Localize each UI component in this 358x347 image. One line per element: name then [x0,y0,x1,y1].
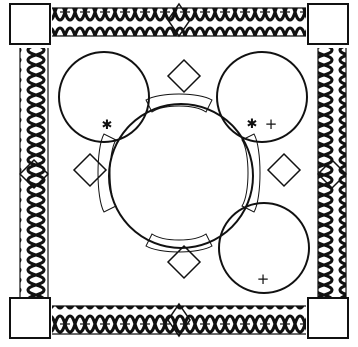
bottom-braid-border [52,306,306,334]
cross-marker: + [265,115,278,133]
corner-box-top-left[interactable] [10,4,50,44]
corner-box-bottom-left[interactable] [10,298,50,338]
top-braid-border [52,8,306,36]
corner-box-bottom-right[interactable] [308,298,348,338]
cross-marker: + [257,270,270,288]
left-braid-border [20,48,48,298]
diamond-left[interactable] [74,154,106,186]
diamond-right[interactable] [268,154,300,186]
star-marker: ✱ [247,117,258,132]
inner-knot-connectors [98,94,260,252]
corner-box-top-right[interactable] [308,4,348,44]
right-braid-border [318,48,346,298]
center-pit[interactable] [109,104,253,248]
top-right-pit[interactable] [217,52,307,142]
diamond-top[interactable] [168,60,200,92]
star-marker: ✱ [102,118,113,133]
